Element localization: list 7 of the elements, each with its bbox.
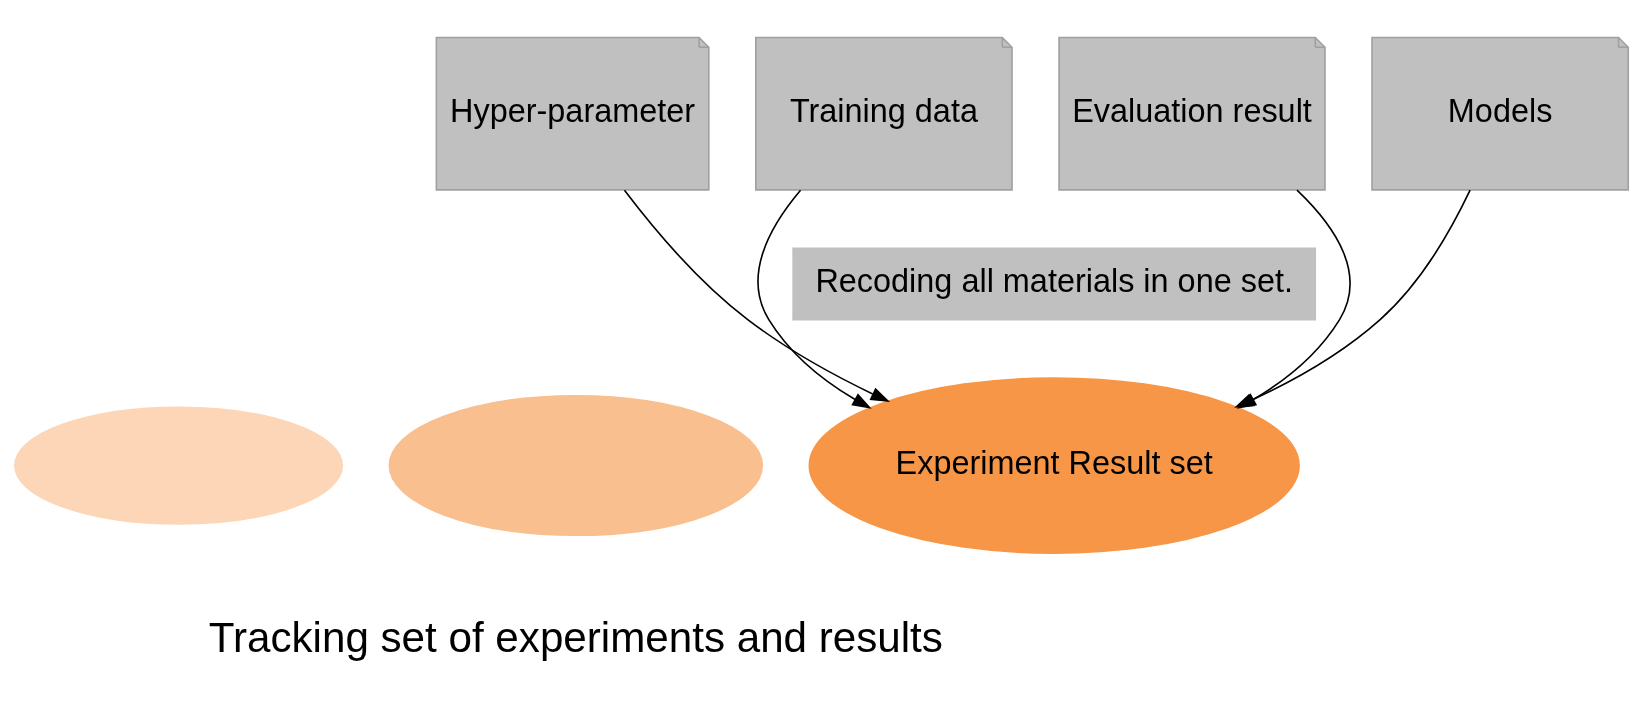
label: Tracking set of experiments and results <box>208 613 943 661</box>
node-ellipse: Experiment Result set <box>808 376 1300 554</box>
node-box: Recoding all materials in one set. <box>792 247 1317 320</box>
arrow <box>757 189 872 409</box>
node-ellipse <box>388 394 764 536</box>
node-ellipse <box>13 405 344 525</box>
arrow <box>623 189 891 402</box>
